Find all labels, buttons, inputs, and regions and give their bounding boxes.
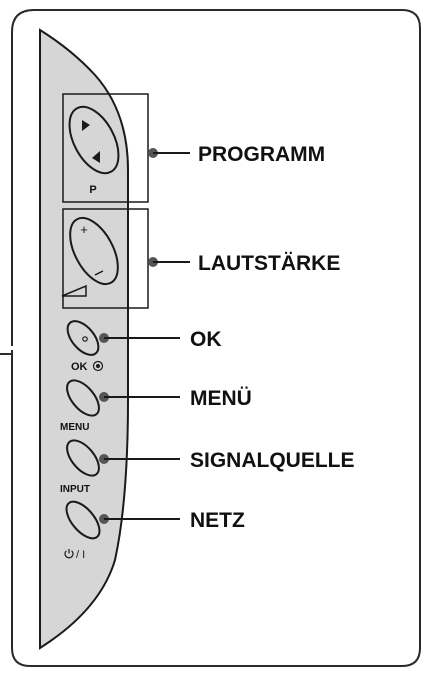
input-caption: INPUT (60, 484, 90, 495)
minus-icon (94, 270, 104, 276)
power-icon (64, 549, 74, 559)
programm-group-box (62, 93, 149, 203)
programm-callout: PROGRAMM (198, 143, 325, 166)
menu-callout: MENÜ (190, 387, 252, 410)
lautstaerke-group-box (62, 208, 149, 309)
ok-callout: OK (190, 328, 222, 351)
menu-caption: MENU (60, 422, 89, 433)
programm-caption: P (89, 184, 96, 196)
ok-caption-symbol-icon (92, 360, 104, 372)
input-button[interactable] (61, 435, 105, 481)
ok-caption-symbol-core-icon (96, 364, 100, 368)
power-caption: / I (76, 549, 85, 561)
menu-button[interactable] (61, 375, 105, 421)
input-callout: SIGNALQUELLE (190, 449, 355, 472)
arrow-up-icon (82, 120, 90, 131)
outer-frame (11, 9, 421, 667)
programm-button[interactable] (59, 99, 128, 181)
lautstaerke-button[interactable] (60, 210, 127, 291)
volume-wedge-icon (61, 284, 87, 297)
power-button[interactable] (60, 496, 105, 544)
arrow-down-icon (92, 151, 100, 163)
lautstaerke-callout: LAUTSTÄRKE (198, 252, 340, 275)
power-callout: NETZ (190, 509, 245, 532)
plus-icon: + (80, 222, 88, 237)
ok-caption: OK (71, 361, 88, 373)
ok-button-dot-icon (82, 336, 88, 342)
